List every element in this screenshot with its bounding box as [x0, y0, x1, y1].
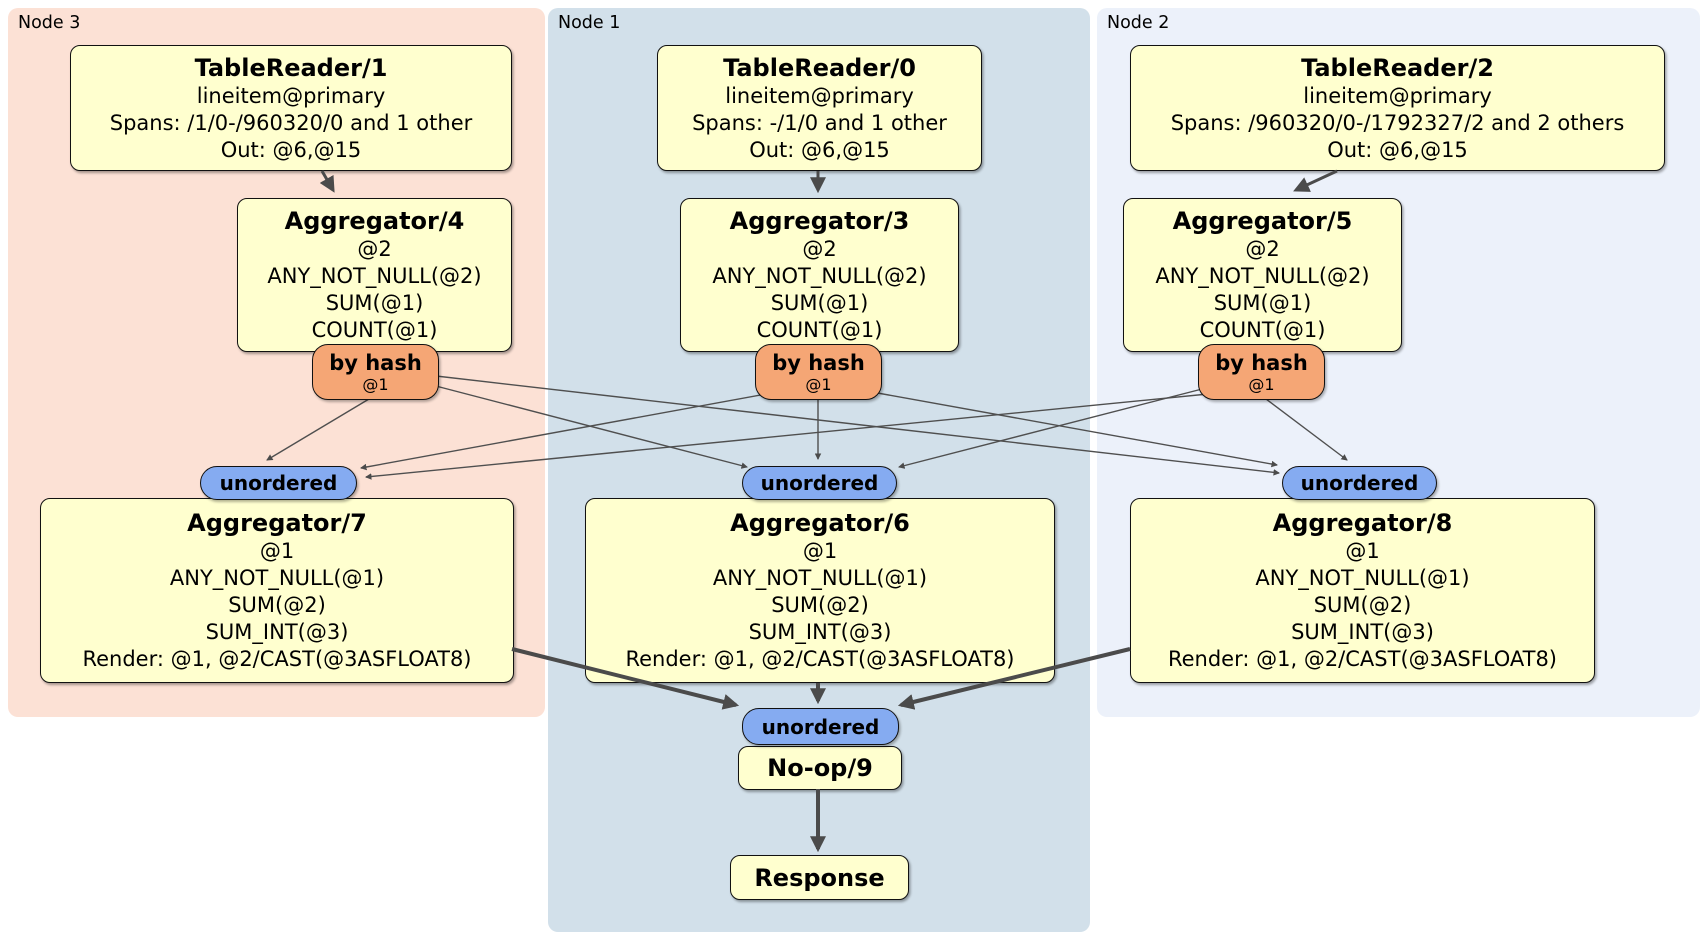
agg-group-cols: @2 — [1245, 237, 1280, 261]
agg-fn: ANY_NOT_NULL(@1) — [712, 566, 928, 590]
agg-fn: SUM(@1) — [1213, 291, 1312, 315]
processor-title: Aggregator/8 — [1272, 509, 1453, 537]
router-columns: @1 — [362, 374, 389, 394]
processor-tablereader-0: TableReader/0 lineitem@primary Spans: -/… — [657, 45, 982, 171]
region-node-2-label: Node 2 — [1107, 13, 1170, 33]
router-by-hash-node3: by hash @1 — [312, 344, 439, 400]
router-columns: @1 — [805, 374, 832, 394]
sync-label: unordered — [761, 714, 880, 739]
agg-fn: COUNT(@1) — [1199, 318, 1326, 342]
processor-aggregator-8: Aggregator/8 @1 ANY_NOT_NULL(@1) SUM(@2)… — [1130, 498, 1595, 683]
processor-spans: Spans: /1/0-/960320/0 and 1 other — [109, 110, 473, 135]
agg-fn: SUM_INT(@3) — [205, 620, 349, 644]
processor-aggregator-5: Aggregator/5 @2 ANY_NOT_NULL(@2) SUM(@1)… — [1123, 198, 1402, 352]
router-label: by hash — [772, 350, 865, 375]
processor-title: Aggregator/4 — [284, 207, 465, 235]
agg-render: Render: @1, @2/CAST(@3ASFLOAT8) — [1167, 647, 1558, 671]
agg-fn: SUM(@1) — [325, 291, 424, 315]
processor-tablereader-2: TableReader/2 lineitem@primary Spans: /9… — [1130, 45, 1665, 171]
processor-aggregator-3: Aggregator/3 @2 ANY_NOT_NULL(@2) SUM(@1)… — [680, 198, 959, 352]
router-columns: @1 — [1248, 374, 1275, 394]
agg-fn: SUM(@1) — [770, 291, 869, 315]
router-by-hash-node1: by hash @1 — [755, 344, 882, 400]
processor-aggregator-6: Aggregator/6 @1 ANY_NOT_NULL(@1) SUM(@2)… — [585, 498, 1055, 683]
sync-unordered-final: unordered — [742, 708, 899, 745]
processor-index: lineitem@primary — [725, 83, 914, 108]
processor-index: lineitem@primary — [1303, 83, 1492, 108]
agg-group-cols: @2 — [357, 237, 392, 261]
sync-unordered-middle: unordered — [742, 466, 897, 500]
processor-noop-9: No-op/9 — [738, 746, 902, 790]
agg-fn: ANY_NOT_NULL(@1) — [1255, 566, 1470, 590]
agg-fn: ANY_NOT_NULL(@2) — [1155, 264, 1370, 288]
agg-fn: ANY_NOT_NULL(@2) — [712, 264, 927, 288]
processor-title: Aggregator/5 — [1172, 207, 1353, 235]
region-node-1-label: Node 1 — [558, 13, 621, 33]
processor-tablereader-1: TableReader/1 lineitem@primary Spans: /1… — [70, 45, 512, 171]
agg-fn: SUM_INT(@3) — [748, 620, 892, 644]
processor-title: Aggregator/7 — [187, 509, 367, 537]
processor-title: No-op/9 — [767, 754, 873, 782]
processor-title: Response — [754, 863, 885, 892]
agg-group-cols: @2 — [802, 237, 837, 261]
processor-aggregator-4: Aggregator/4 @2 ANY_NOT_NULL(@2) SUM(@1)… — [237, 198, 512, 352]
region-node-3-label: Node 3 — [18, 13, 81, 33]
sync-label: unordered — [760, 471, 879, 495]
agg-fn: COUNT(@1) — [756, 318, 883, 342]
processor-spans: Spans: /960320/0-/1792327/2 and 2 others — [1170, 110, 1625, 135]
sync-unordered-right: unordered — [1282, 466, 1437, 500]
processor-title: TableReader/1 — [194, 53, 388, 82]
agg-render: Render: @1, @2/CAST(@3ASFLOAT8) — [625, 647, 1015, 671]
processor-title: TableReader/2 — [1301, 53, 1494, 82]
agg-group-cols: @1 — [802, 539, 838, 563]
response-node: Response — [730, 855, 909, 900]
processor-title: TableReader/0 — [723, 53, 916, 82]
processor-out: Out: @6,@15 — [220, 137, 362, 162]
agg-group-cols: @1 — [1345, 539, 1380, 563]
agg-group-cols: @1 — [259, 539, 295, 563]
agg-fn: ANY_NOT_NULL(@1) — [169, 566, 385, 590]
processor-title: Aggregator/6 — [730, 509, 910, 537]
processor-title: Aggregator/3 — [729, 207, 910, 235]
processor-out: Out: @6,@15 — [1327, 137, 1468, 162]
sync-label: unordered — [1300, 471, 1419, 495]
sync-label: unordered — [219, 471, 338, 495]
router-by-hash-node2: by hash @1 — [1198, 344, 1325, 400]
agg-fn: SUM_INT(@3) — [1291, 620, 1434, 644]
agg-fn: SUM(@2) — [1313, 593, 1412, 617]
processor-aggregator-7: Aggregator/7 @1 ANY_NOT_NULL(@1) SUM(@2)… — [40, 498, 514, 683]
processor-out: Out: @6,@15 — [749, 137, 890, 162]
agg-fn: ANY_NOT_NULL(@2) — [267, 264, 482, 288]
router-label: by hash — [1215, 350, 1308, 375]
agg-fn: COUNT(@1) — [311, 318, 438, 342]
agg-fn: SUM(@2) — [228, 593, 326, 617]
processor-index: lineitem@primary — [196, 83, 386, 108]
agg-fn: SUM(@2) — [771, 593, 869, 617]
sync-unordered-left: unordered — [200, 466, 357, 500]
router-label: by hash — [329, 350, 422, 375]
processor-spans: Spans: -/1/0 and 1 other — [692, 110, 947, 135]
agg-render: Render: @1, @2/CAST(@3ASFLOAT8) — [82, 647, 472, 671]
